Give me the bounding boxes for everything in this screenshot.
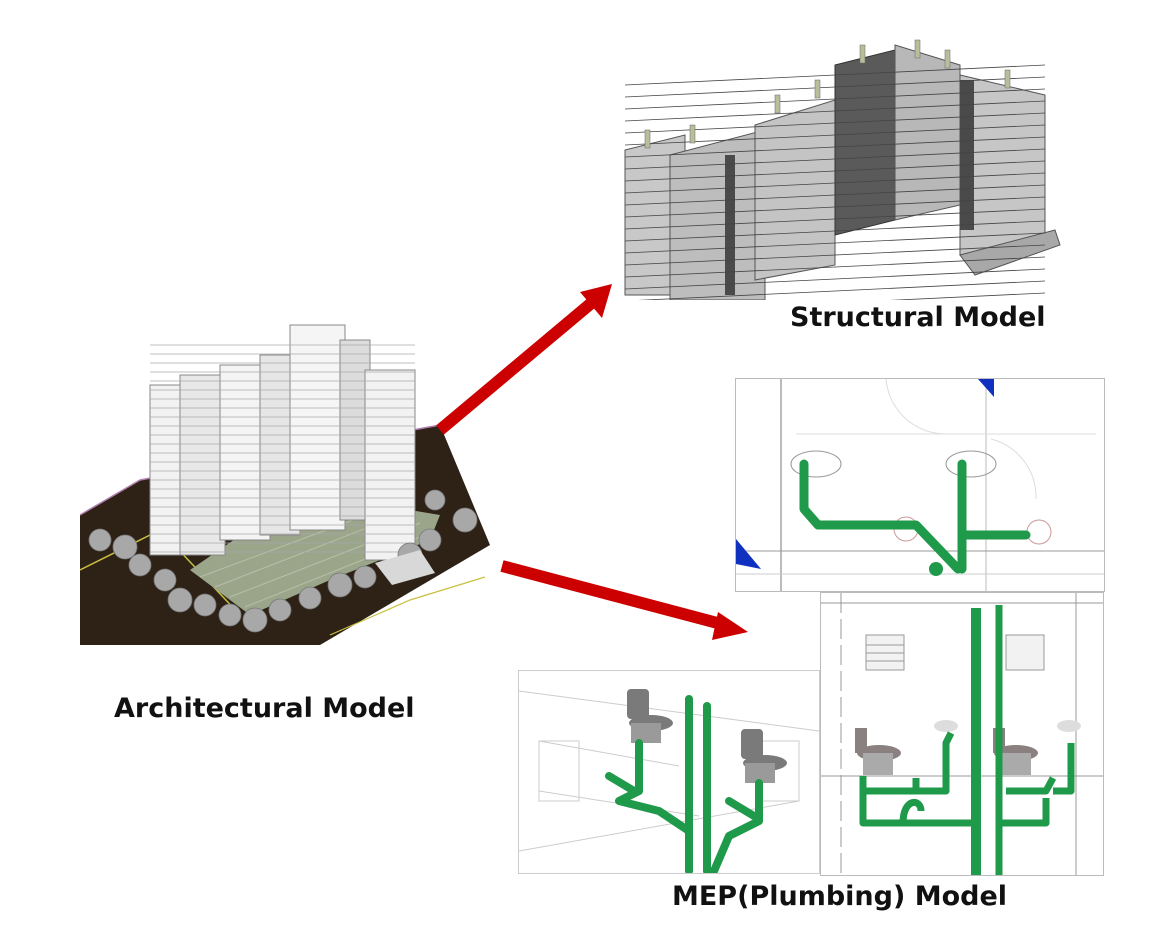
slab-line [624,220,1046,242]
slab-line [889,292,1046,300]
arrow-head-icon [580,284,612,318]
slab-line [624,172,1046,194]
plaza [375,550,435,585]
slab-line [624,136,1046,158]
slab-line [624,256,1046,278]
floor-lines [150,344,415,553]
building-3d-render-icon [80,324,490,645]
plan-pipes [799,459,1031,574]
arrow-to-mep [500,560,748,640]
towers [149,324,416,561]
slab-line [624,184,1046,206]
architectural-model-image [80,315,490,645]
section-pipes [859,605,1075,875]
floor-drain [929,562,943,576]
slab-line [624,76,1046,98]
mep-model-label: MEP(Plumbing) Model [672,881,1008,912]
slab-line [637,280,1046,300]
arrow-to-structural [436,284,612,435]
mep-3d-view-image [518,670,820,874]
mep-plan-view-image [735,378,1105,592]
riser-pipes [605,695,763,873]
arrow-shaft [436,295,599,435]
structural-model-label: Structural Model [790,302,1046,333]
toilets [627,689,787,783]
slab-line [624,64,1046,86]
arrow-head-icon [712,612,748,640]
view-marker-icon [978,379,994,397]
structural-model-image [615,5,1065,300]
slab-line [624,268,1046,290]
arrow-shaft [500,560,727,631]
roof-columns [644,39,1011,149]
slab-line [624,148,1046,170]
slab-line [624,244,1046,266]
slab-line [624,232,1046,254]
slab-line [624,160,1046,182]
slab-line [624,208,1046,230]
plan-walls [736,379,1104,591]
plumbing-plan-icon [736,379,1104,591]
slab-line [624,196,1046,218]
mep-section-view-image [820,592,1104,876]
plumbing-section-icon [821,593,1103,875]
plumbing-3d-icon [519,689,819,873]
section-walls [821,593,1103,875]
view-marker-icon [736,539,761,569]
slab-line [624,100,1046,122]
slab-line [624,88,1046,110]
architectural-model-label: Architectural Model [114,693,415,724]
structural-frame-3d-icon [624,39,1061,300]
site-line [329,576,486,636]
